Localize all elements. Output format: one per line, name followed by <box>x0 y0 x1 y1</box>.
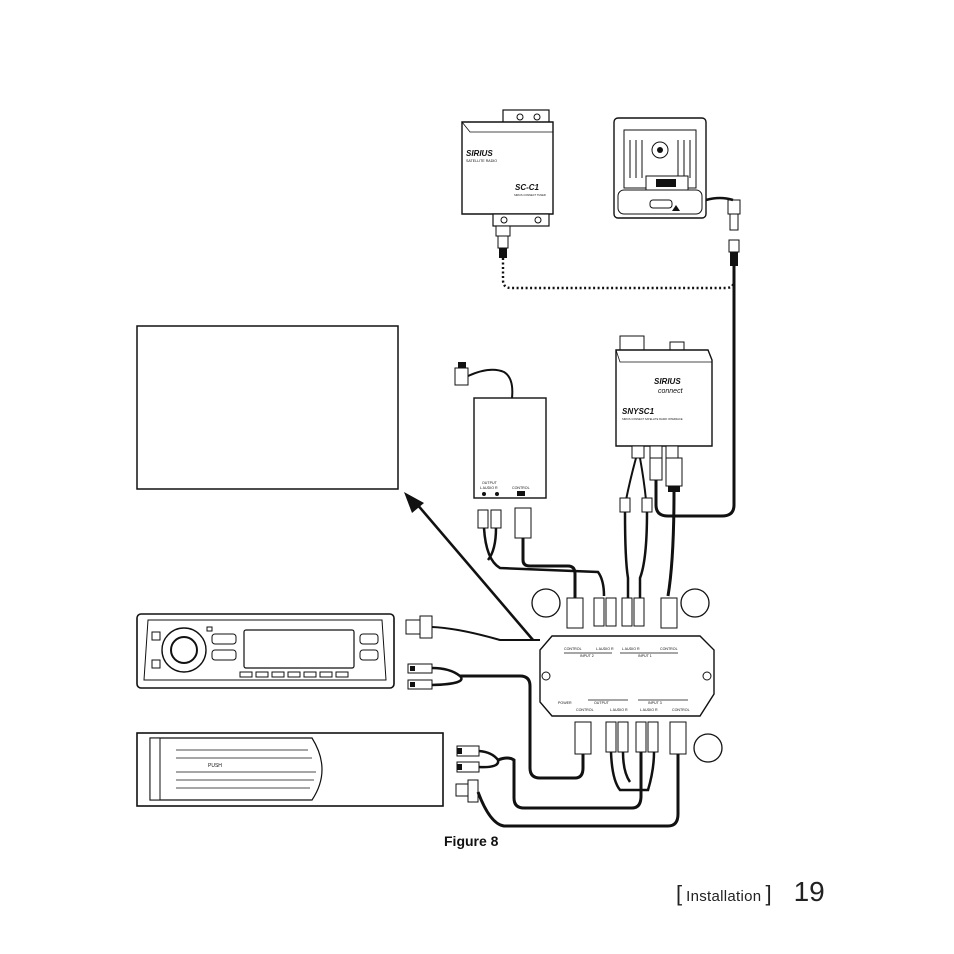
selector-box: CONTROL L AUDIO R L AUDIO R CONTROL INPU… <box>539 597 715 755</box>
sel-control-top-left: CONTROL <box>564 647 582 651</box>
bracket-open: [ <box>676 881 683 906</box>
bracket-close: ] <box>765 881 772 906</box>
dotted-link <box>501 258 736 290</box>
figure-caption: Figure 8 <box>444 833 499 849</box>
pointer-arrow <box>404 492 534 641</box>
sirius-connect-snysc1: SIRIUS connect SNYSC1 SIRIUS CONNECT SAT… <box>615 335 713 513</box>
sc-c1-model: SC-C1 <box>515 183 540 192</box>
sc-c1-brand: SIRIUS <box>466 149 493 158</box>
sel-audio-bottom-2: L AUDIO R <box>640 708 658 712</box>
box-audio-label: L AUDIO R <box>480 486 498 490</box>
audio-output-box: OUTPUT L AUDIO R CONTROL <box>454 362 547 539</box>
box-control-label: CONTROL <box>512 486 530 490</box>
sel-input2: INPUT 2 <box>580 654 594 658</box>
sel-control-top-right: CONTROL <box>660 647 678 651</box>
snysc1-sub: connect <box>658 388 684 395</box>
sc-c1-tag: SIRIUS CONNECT TUNER <box>514 193 546 197</box>
page-footer: [ Installation ] 19 <box>676 876 825 908</box>
head-unit-connectors <box>405 615 433 690</box>
changer-connectors <box>455 745 480 803</box>
page-number: 19 <box>793 876 825 907</box>
cd-changer: PUSH <box>136 732 444 807</box>
sel-audio-top: L AUDIO R <box>596 647 614 651</box>
sel-output: OUTPUT <box>594 701 610 705</box>
sc-c1-subtitle: SATELLITE RADIO <box>466 159 497 163</box>
sel-input3: INPUT 3 <box>648 701 662 705</box>
section-name: Installation <box>686 888 762 905</box>
head-unit-stereo <box>136 613 395 689</box>
sel-control-bottom-left: CONTROL <box>576 708 594 712</box>
sel-input1: INPUT 1 <box>638 654 652 658</box>
sel-audio-bottom: L AUDIO R <box>610 708 628 712</box>
callout-circle-1 <box>531 588 561 618</box>
callout-circle-2 <box>680 588 710 618</box>
callout-circle-3 <box>693 733 723 763</box>
sel-audio-top-2: L AUDIO R <box>622 647 640 651</box>
sel-control-bottom-right: CONTROL <box>672 708 690 712</box>
changer-push: PUSH <box>208 763 222 769</box>
sel-power: POWER <box>558 701 572 705</box>
box-output-label: OUTPUT <box>482 481 498 485</box>
info-panel <box>136 325 399 490</box>
sirius-sc-c1-module: SIRIUS SATELLITE RADIO SC-C1 SIRIUS CONN… <box>461 109 554 258</box>
antenna-dock-unit <box>613 117 741 266</box>
snysc1-model: SNYSC1 <box>622 407 655 416</box>
snysc1-brand: SIRIUS <box>654 377 681 386</box>
snysc1-tag: SIRIUS CONNECT SATELLITE RADIO INTERFACE <box>622 417 683 421</box>
